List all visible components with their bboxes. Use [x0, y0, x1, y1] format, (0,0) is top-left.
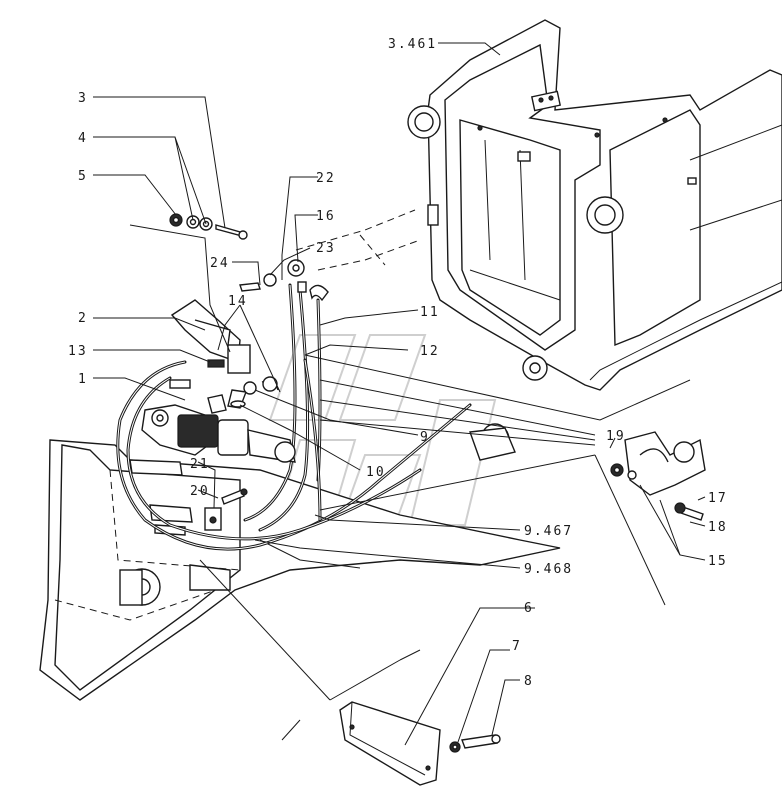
callout-19: 19 [606, 429, 626, 444]
callout-10: 10 [366, 465, 386, 480]
callout-6: 6 [524, 601, 534, 616]
leader-lines [93, 42, 706, 746]
callout-12: 12 [420, 344, 440, 359]
fasteners [169, 213, 329, 505]
callout-1: 1 [78, 372, 88, 387]
callout-22: 22 [316, 171, 336, 186]
callout-11: 11 [420, 305, 440, 320]
bucket-perspective-lines [199, 539, 421, 741]
callout-2: 2 [78, 311, 88, 326]
callout-5: 5 [78, 169, 88, 184]
pin-boss [469, 423, 516, 461]
callout-16: 16 [316, 209, 336, 224]
cover-plate [339, 701, 501, 786]
callout-21: 21 [190, 457, 210, 472]
callout-14: 14 [228, 294, 248, 309]
callout-9468: 9.468 [524, 562, 573, 577]
callout-15: 15 [708, 554, 728, 569]
loader-frame [407, 19, 782, 391]
projection-lines [295, 209, 421, 271]
callout-4: 4 [78, 131, 88, 146]
bucket [39, 439, 561, 701]
callout-13: 13 [68, 344, 88, 359]
hose-clamp [610, 431, 706, 521]
callout-9467: 9.467 [524, 524, 573, 539]
callout-7: 7 [512, 639, 522, 654]
callout-labels: 3.461 3 4 5 22 16 23 24 14 2 13 1 11 12 … [68, 37, 728, 689]
callout-8: 8 [524, 674, 534, 689]
callout-24: 24 [210, 256, 230, 271]
callout-3: 3 [78, 91, 88, 106]
callout-17: 17 [708, 491, 728, 506]
callout-9: 9 [420, 430, 430, 445]
callout-20: 20 [190, 484, 210, 499]
callout-18: 18 [708, 520, 728, 535]
cylinder-assembly [141, 359, 296, 531]
callout-3461: 3.461 [388, 37, 437, 52]
callout-23: 23 [316, 241, 336, 256]
